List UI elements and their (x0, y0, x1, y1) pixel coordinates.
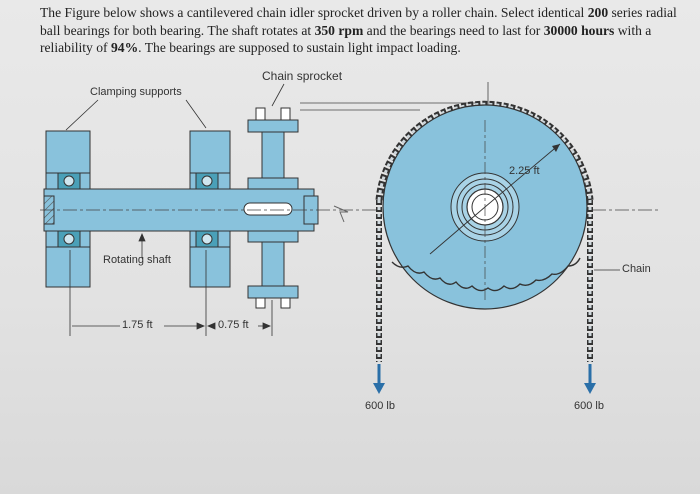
chain-strands (376, 200, 593, 362)
sprocket-side (247, 107, 299, 309)
problem-text-2: series radial ball bearings for both bea… (40, 5, 677, 38)
right-bearing (195, 172, 219, 248)
reliability: 94% (110, 40, 139, 55)
problem-text-1: The Figure below shows a cantilevered ch… (40, 5, 588, 20)
problem-text-4: with a reliability of (40, 22, 652, 56)
bearing-life: 30000 hours (543, 22, 615, 38)
dimensions (69, 250, 273, 336)
problem-text-3: and the bearings need to last for (363, 22, 544, 38)
label-chain: Chain (622, 263, 651, 275)
radius-line (484, 143, 561, 208)
problem-text-5: . The bearings are supposed to sustain l… (138, 40, 461, 55)
leader-lines (65, 83, 285, 258)
label-load-left: 600 lb (365, 400, 395, 412)
side-view (40, 82, 660, 309)
cursor-mark-icon (333, 205, 349, 223)
label-dim-1-75: 1.75 ft (122, 319, 153, 331)
label-rotating-shaft: Rotating shaft (103, 254, 171, 266)
label-chain-sprocket: Chain sprocket (262, 69, 343, 83)
front-view (375, 100, 594, 362)
load-arrow-left (373, 364, 385, 394)
shaft-speed: 350 rpm (314, 22, 364, 38)
label-clamping-supports: Clamping supports (90, 86, 182, 98)
problem-statement: The Figure below shows a cantilevered ch… (40, 4, 680, 57)
load-arrow-right (584, 364, 596, 394)
label-dim-0-75: 0.75 ft (218, 319, 249, 331)
sprocket-teeth (391, 257, 581, 292)
label-radius: 2.25 ft (509, 165, 540, 177)
bearing-series: 200 (587, 5, 609, 20)
label-load-right: 600 lb (574, 400, 604, 412)
left-bearing (57, 172, 81, 248)
